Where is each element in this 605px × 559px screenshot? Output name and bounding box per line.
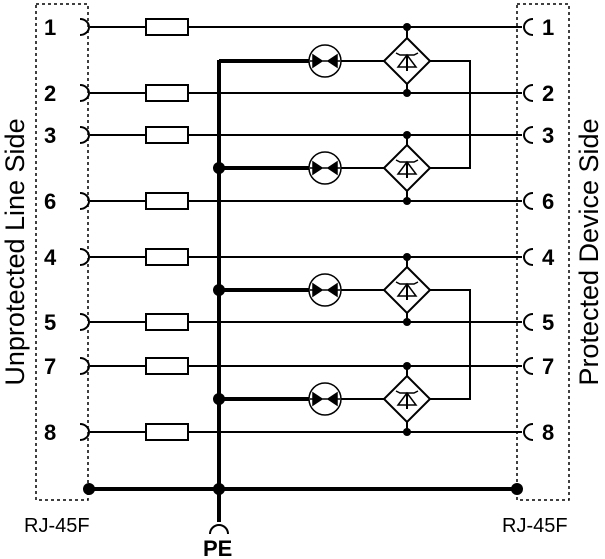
right-jack-icon bbox=[523, 126, 534, 144]
left-pin-label: 8 bbox=[44, 420, 56, 445]
resistor-icon bbox=[145, 84, 189, 102]
left-pin-label: 1 bbox=[44, 15, 56, 40]
junction-dot bbox=[403, 131, 411, 139]
junction-dot bbox=[403, 253, 411, 261]
junction-dot bbox=[213, 393, 225, 405]
left-side-label: Unprotected Line Side bbox=[0, 118, 30, 385]
left-jack-icon bbox=[79, 357, 90, 375]
junction-dot bbox=[403, 428, 411, 436]
protection-stage-1-2 bbox=[219, 23, 471, 169]
right-jack-icon bbox=[523, 84, 534, 102]
right-jack-icon bbox=[523, 423, 534, 441]
protection-stage-7-8 bbox=[213, 362, 432, 436]
junction-dot bbox=[403, 362, 411, 370]
right-connector-label: RJ-45F bbox=[502, 515, 568, 537]
left-jack-icon bbox=[79, 313, 90, 331]
resistors bbox=[145, 18, 189, 441]
right-side-label: Protected Device Side bbox=[574, 118, 604, 385]
resistor-icon bbox=[145, 192, 189, 210]
junction-dot bbox=[403, 197, 411, 205]
resistor-icon bbox=[145, 423, 189, 441]
left-jack-icon bbox=[79, 192, 90, 210]
right-pin-label: 6 bbox=[542, 189, 554, 214]
junction-dot bbox=[511, 483, 523, 495]
right-pins: 1 2 3 6 4 5 7 8 bbox=[523, 15, 555, 445]
junction-dot bbox=[213, 284, 225, 296]
left-pin-label: 6 bbox=[44, 189, 56, 214]
right-pin-label: 5 bbox=[542, 310, 554, 335]
diode-bridge-tvs-icon bbox=[382, 143, 432, 193]
resistor-icon bbox=[145, 248, 189, 266]
right-pin-label: 8 bbox=[542, 420, 554, 445]
pe-terminal-icon bbox=[209, 524, 229, 535]
right-jack-icon bbox=[523, 248, 534, 266]
left-connector-label: RJ-45F bbox=[24, 515, 90, 537]
right-pin-label: 3 bbox=[542, 123, 554, 148]
left-pin-label: 5 bbox=[44, 310, 56, 335]
left-pin-label: 4 bbox=[44, 245, 57, 270]
right-jack-icon bbox=[523, 313, 534, 331]
left-jack-icon bbox=[79, 423, 90, 441]
left-pins: 1 2 3 6 4 5 7 8 bbox=[44, 15, 90, 445]
right-pin-label: 1 bbox=[542, 15, 554, 40]
left-jack-icon bbox=[79, 248, 90, 266]
resistor-icon bbox=[145, 313, 189, 331]
left-pin-label: 2 bbox=[44, 81, 56, 106]
left-pin-label: 3 bbox=[44, 123, 56, 148]
junction-dot bbox=[403, 89, 411, 97]
junction-dot bbox=[403, 318, 411, 326]
pe-label: PE bbox=[203, 536, 232, 559]
resistor-icon bbox=[145, 357, 189, 375]
right-connector-box bbox=[516, 3, 570, 501]
left-jack-icon bbox=[79, 84, 90, 102]
right-jack-icon bbox=[523, 192, 534, 210]
right-pin-label: 4 bbox=[542, 245, 555, 270]
left-jack-icon bbox=[79, 126, 90, 144]
bridge-return bbox=[430, 289, 471, 400]
left-jack-icon bbox=[79, 18, 90, 36]
junction-dot bbox=[403, 23, 411, 31]
right-pin-label: 2 bbox=[542, 81, 554, 106]
diode-bridge-tvs-icon bbox=[382, 265, 432, 315]
junction-dot bbox=[213, 162, 225, 174]
protection-stage-4-5 bbox=[213, 253, 471, 400]
left-pin-label: 7 bbox=[44, 354, 56, 379]
right-pin-label: 7 bbox=[542, 354, 554, 379]
diode-bridge-tvs-icon bbox=[382, 374, 432, 424]
resistor-icon bbox=[145, 126, 189, 144]
resistor-icon bbox=[145, 18, 189, 36]
junction-dot bbox=[83, 483, 95, 495]
diode-bridge-tvs-icon bbox=[382, 36, 432, 86]
right-jack-icon bbox=[523, 18, 534, 36]
protection-stage-3-6 bbox=[213, 131, 432, 205]
junction-dot bbox=[213, 483, 225, 495]
right-jack-icon bbox=[523, 357, 534, 375]
bridge-return bbox=[430, 60, 471, 169]
